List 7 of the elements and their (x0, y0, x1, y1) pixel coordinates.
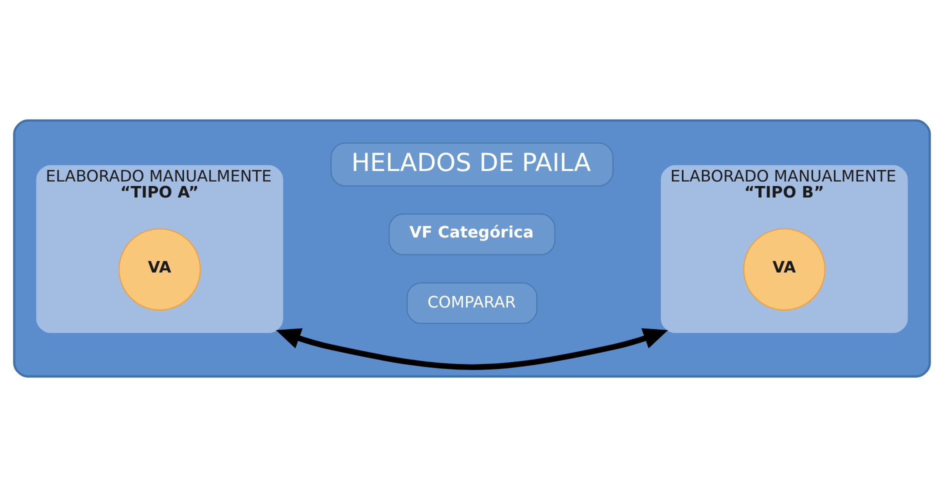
cluster (12, 119, 930, 378)
node-box: VF Categórica (388, 214, 555, 256)
node-circle: VA (118, 228, 200, 311)
arrow (275, 328, 668, 370)
node-box: COMPARAR (406, 282, 537, 324)
node-circle: VA (742, 228, 825, 311)
node-box: HELADOS DE PAILA (330, 142, 613, 186)
